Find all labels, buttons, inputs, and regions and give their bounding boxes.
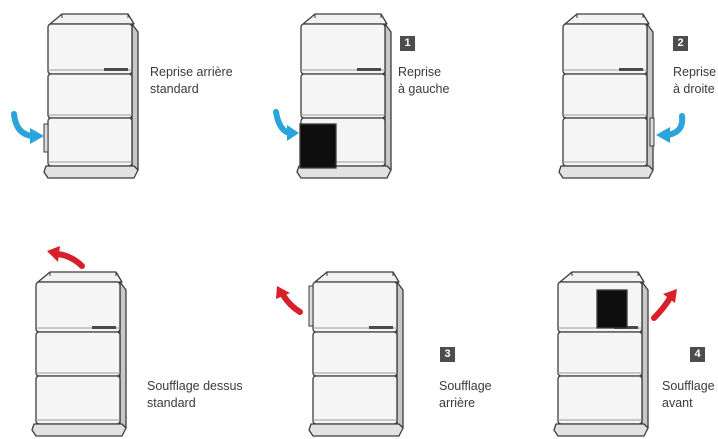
- config-label-left-return: Reprise à gauche: [398, 65, 450, 96]
- rear-return-vent: [43, 123, 49, 153]
- cabinet-unit-rear-supply: [308, 271, 404, 437]
- blue-return-arrow-icon: [30, 128, 44, 144]
- blue-return-arrow-icon: [656, 127, 670, 143]
- config-number-badge: 3: [440, 347, 455, 362]
- config-label-rear-return: Reprise arrière standard: [150, 65, 233, 96]
- red-supply-arrow-icon: [276, 286, 290, 299]
- red-supply-arrow-icon-curve: [651, 295, 673, 321]
- rear-supply-vent: [308, 285, 314, 327]
- config-label-front-supply: Soufflage avant: [662, 379, 715, 410]
- red-supply-arrow-icon-curve: [280, 292, 303, 315]
- config-label-top-supply: Soufflage dessus standard: [147, 379, 243, 410]
- blue-return-arrow-icon: [287, 125, 299, 141]
- blue-return-arrow-icon-curve: [665, 113, 686, 138]
- right-return-vent: [649, 117, 655, 147]
- config-number-badge: 2: [673, 36, 688, 51]
- config-number-badge: 4: [690, 347, 705, 362]
- blue-return-arrow-icon-curve: [11, 111, 35, 139]
- cabinet-unit-top-supply: [31, 271, 127, 437]
- config-label-right-return: Reprise à droite: [673, 65, 717, 96]
- red-supply-arrow-icon-curve: [55, 251, 85, 269]
- cabinet-unit-right-return: [558, 13, 654, 179]
- config-label-rear-supply: Soufflage arrière: [439, 379, 492, 410]
- front-supply-opening: [596, 289, 628, 329]
- red-supply-arrow-icon: [663, 289, 677, 303]
- config-number-badge: 1: [400, 36, 415, 51]
- red-supply-arrow-icon: [47, 246, 60, 262]
- cabinet-unit-rear-return: [43, 13, 139, 179]
- left-return-opening: [299, 123, 337, 169]
